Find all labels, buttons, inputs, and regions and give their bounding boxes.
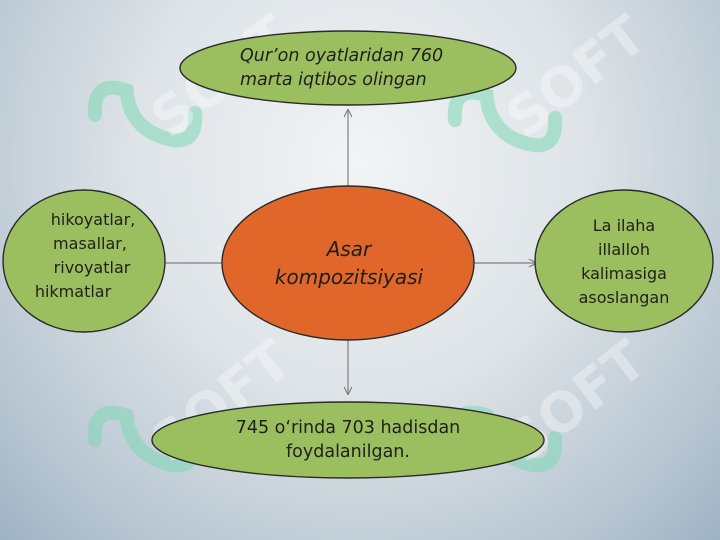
- node-center-text: Asar kompozitsiyasi: [236, 222, 462, 304]
- node-right-line: illalloh: [598, 240, 650, 259]
- node-bottom-line: foydalanilgan.: [286, 442, 410, 462]
- node-right-line: asoslangan: [578, 288, 670, 307]
- node-right-shape: [534, 189, 714, 333]
- node-left-line: masallar,: [53, 234, 127, 253]
- node-top-text: Qur’on oyatlaridan 760 marta iqtibos oli…: [196, 34, 500, 102]
- node-left-text: hikoyatlar, masallar, rivoyatlar hikmatl…: [20, 206, 150, 306]
- node-top-line: marta iqtibos olingan: [240, 70, 427, 90]
- node-left-line: hikoyatlar,: [50, 210, 136, 229]
- node-right-line: La ilaha: [592, 216, 656, 235]
- node-center-line: kompozitsiyasi: [274, 265, 424, 289]
- node-bottom-text: 745 o‘rinda 703 hadisdan foydalanilgan.: [196, 414, 500, 466]
- node-bottom-line: 745 o‘rinda 703 hadisdan: [235, 418, 461, 438]
- node-bottom-shape: [151, 401, 545, 479]
- node-left-line: hikmatlar: [34, 282, 112, 301]
- node-left-line: rivoyatlar: [53, 258, 131, 277]
- watermark-text: SOFT: [494, 3, 658, 150]
- node-left-shape: [2, 189, 166, 333]
- node-center-shape: [221, 185, 475, 341]
- node-right-line: kalimasiga: [581, 264, 667, 283]
- node-center-line: Asar: [326, 237, 372, 261]
- node-top-line: Qur’on oyatlaridan 760: [240, 46, 444, 66]
- node-right-text: La ilaha illalloh kalimasiga asoslangan: [554, 212, 694, 312]
- node-top-shape: [179, 30, 517, 106]
